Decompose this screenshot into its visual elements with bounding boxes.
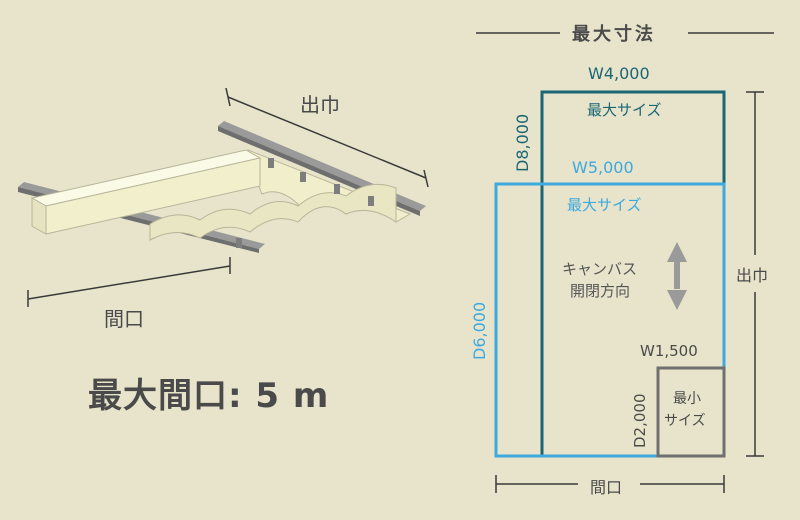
- max-size-outline-blue: [494, 182, 726, 458]
- depth-axis-line: [746, 91, 764, 457]
- min-size-outline-gray: [656, 366, 726, 458]
- small-name-line2: サイズ: [664, 413, 706, 429]
- small-name-line1: 最小: [673, 391, 701, 407]
- small-width-label: W1,500: [640, 342, 698, 360]
- mid-width-label: W5,000: [572, 158, 634, 177]
- canvas-direction-line1: キャンバス: [562, 260, 638, 278]
- depth-axis-label: 出巾: [736, 266, 769, 285]
- depth-label: 出巾: [300, 93, 340, 117]
- double-arrow-icon: [667, 242, 687, 310]
- mid-depth-label: D6,000: [470, 301, 489, 360]
- width-label: 間口: [104, 307, 144, 331]
- small-depth-label: D2,000: [631, 393, 649, 449]
- headline: 最大間口: 5 m: [88, 376, 330, 416]
- awning-illustration: [18, 121, 426, 253]
- large-name-label: 最大サイズ: [587, 101, 662, 119]
- mid-name-label: 最大サイズ: [567, 196, 642, 214]
- depth-dimension-line: [225, 87, 429, 188]
- large-width-label: W4,000: [588, 64, 650, 83]
- width-axis-line: [495, 475, 725, 493]
- diagram-title: 最大寸法: [572, 24, 656, 45]
- width-dimension-line: [27, 257, 231, 307]
- canvas-direction-line2: 開閉方向: [570, 282, 631, 300]
- large-depth-label: D8,000: [513, 113, 532, 172]
- width-axis-label: 間口: [590, 478, 623, 497]
